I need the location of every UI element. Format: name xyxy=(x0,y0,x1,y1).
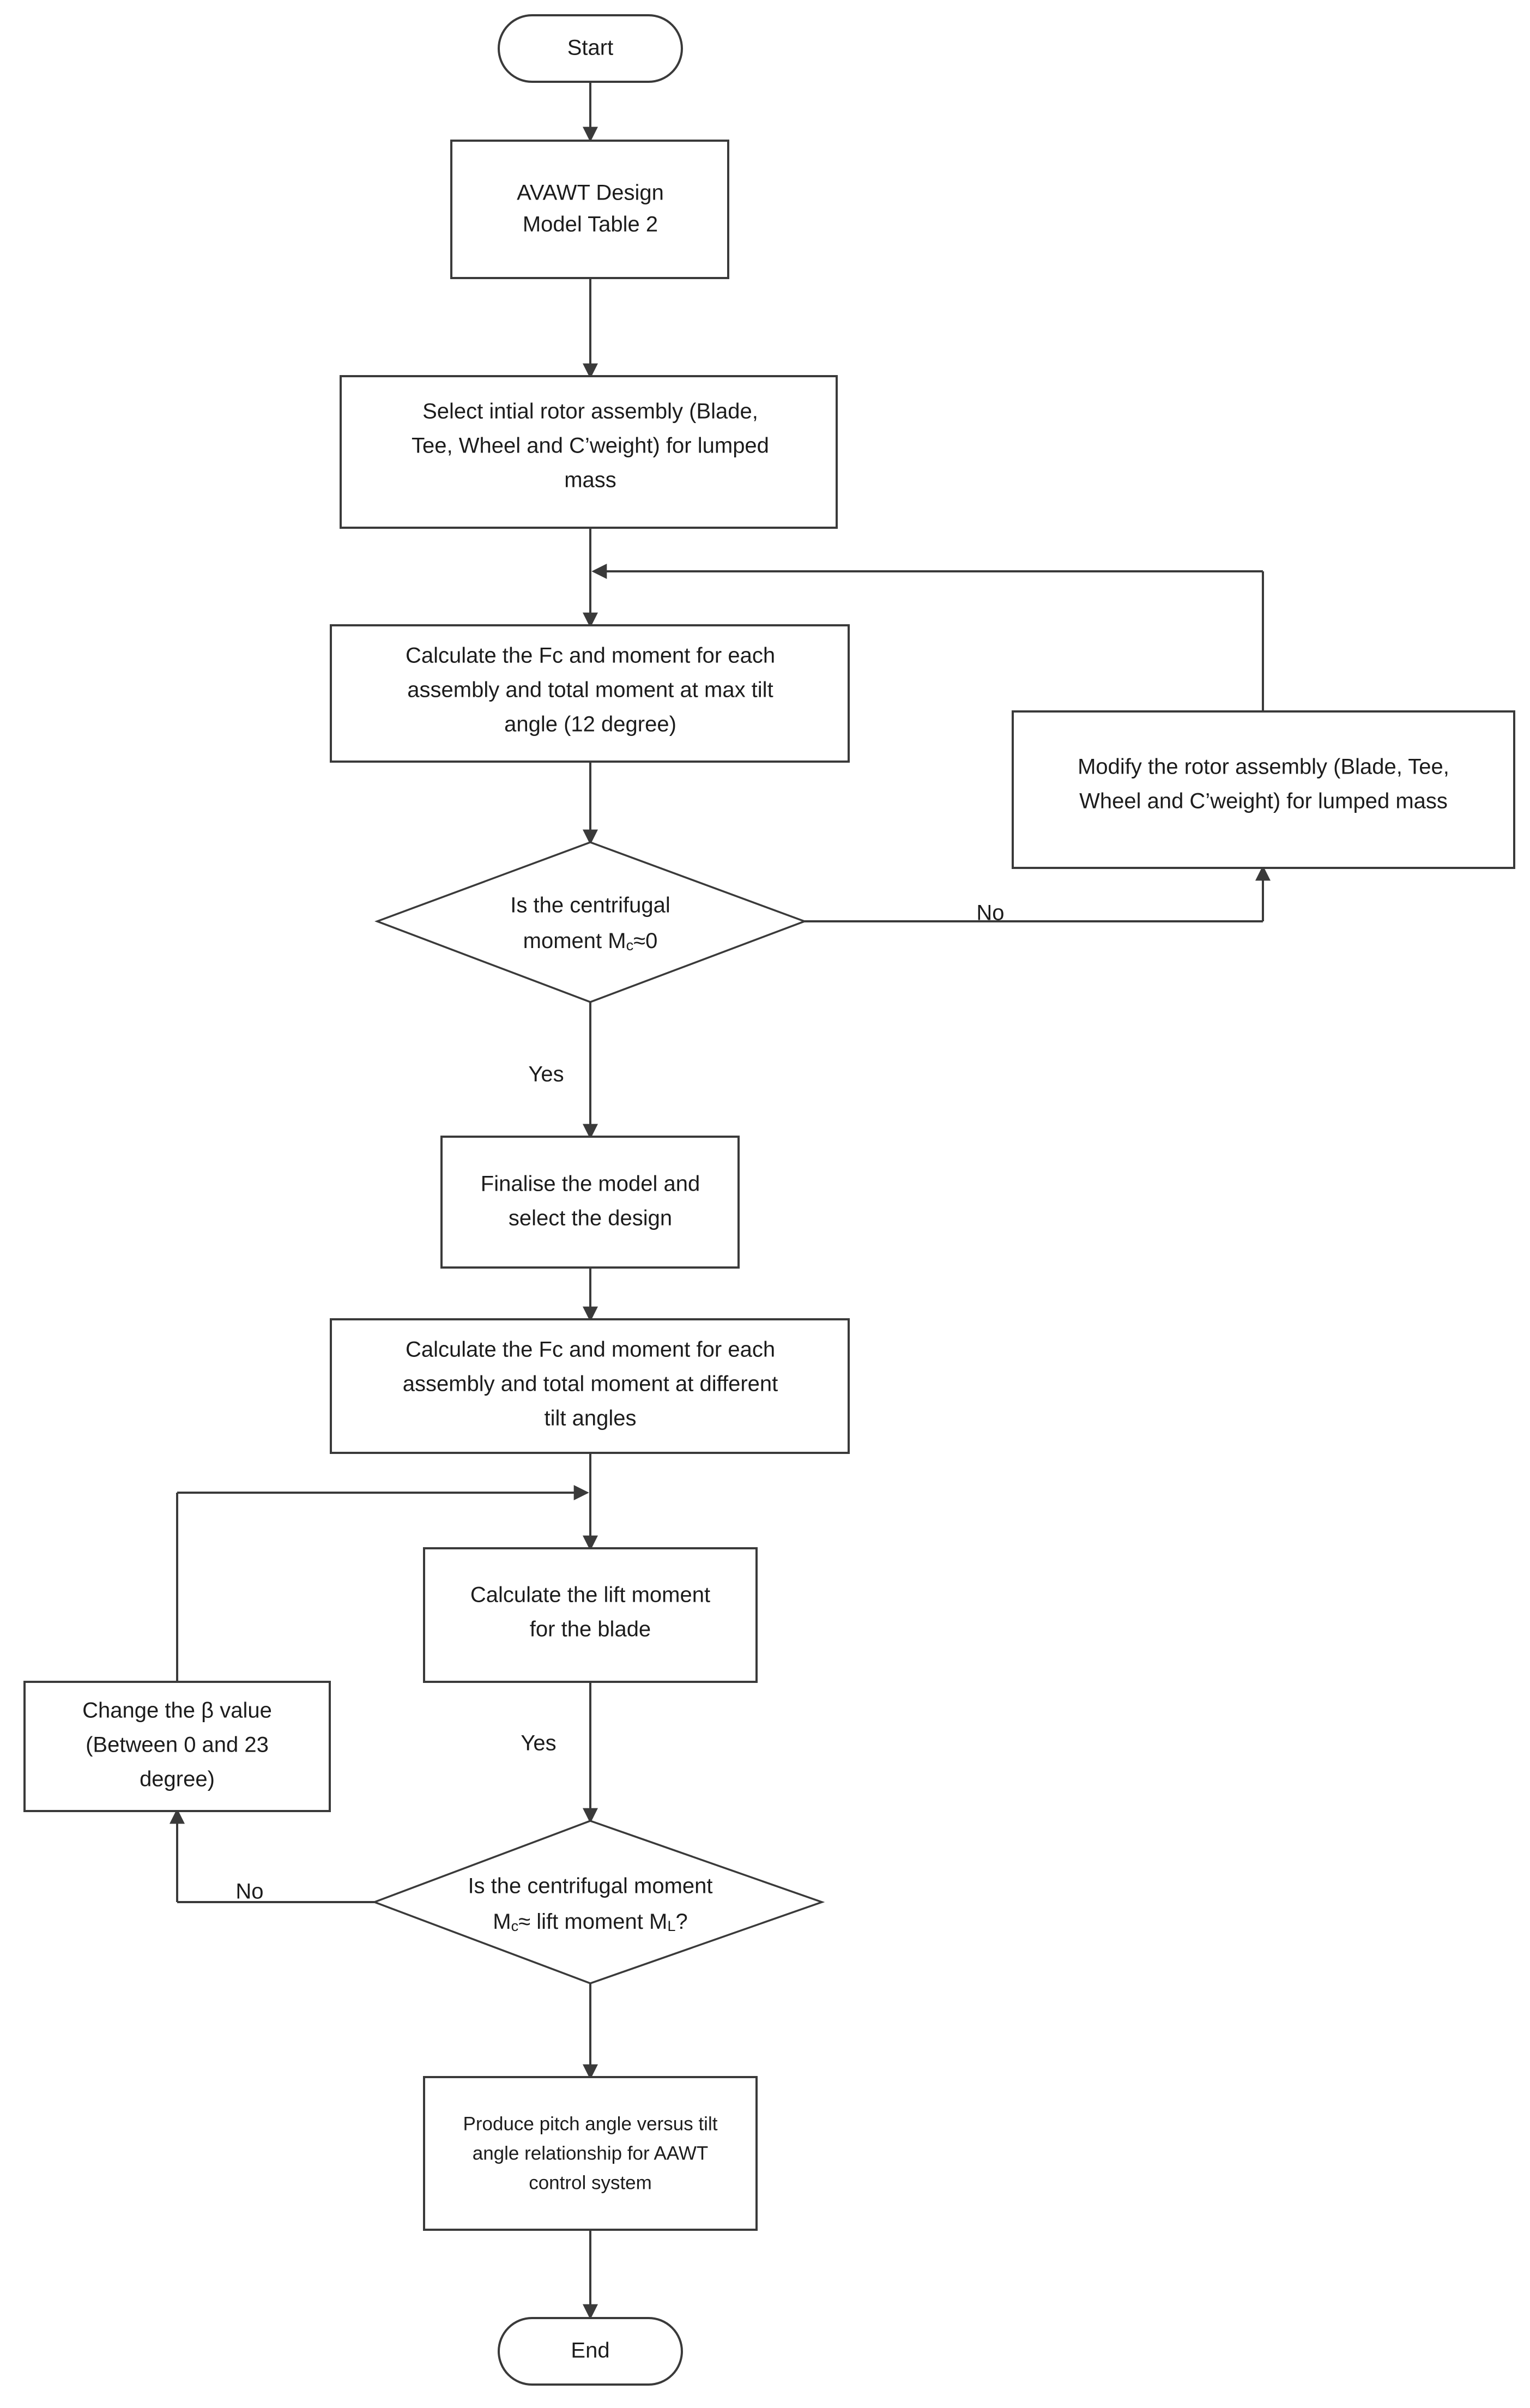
node-decision1-line2: moment Mc≈0 xyxy=(523,929,658,953)
node-modify-line1: Modify the rotor assembly (Blade, Tee, xyxy=(1078,755,1449,779)
node-start-label: Start xyxy=(567,36,613,60)
node-start[interactable]: Start xyxy=(498,14,683,83)
node-lift-line2: for the blade xyxy=(530,1618,651,1641)
node-decision2-line2: Mc≈ lift moment ML? xyxy=(493,1910,687,1934)
node-produce-line1: Produce pitch angle versus tilt xyxy=(463,2113,718,2134)
node-select-line3: mass xyxy=(564,468,616,492)
node-lift-line1: Calculate the lift moment xyxy=(470,1583,710,1607)
node-beta-line3: degree) xyxy=(140,1767,215,1791)
edge-label-yes-upper: Yes xyxy=(528,1063,564,1087)
edge-label-yes-lower: Yes xyxy=(521,1731,556,1755)
node-select-initial-rotor-assembly[interactable]: Select intial rotor assembly (Blade, Tee… xyxy=(340,375,838,529)
node-avawt-design-model[interactable]: AVAWT Design Model Table 2 xyxy=(450,140,729,279)
node-produce-line2: angle relationship for AAWT xyxy=(473,2143,709,2164)
node-end-label: End xyxy=(571,2339,609,2363)
node-calc-diff-line2: assembly and total moment at different xyxy=(403,1372,778,1396)
node-produce-pitch-angle-relationship[interactable]: Produce pitch angle versus tilt angle re… xyxy=(423,2076,758,2231)
node-beta-line2: (Between 0 and 23 xyxy=(86,1733,269,1757)
node-end[interactable]: End xyxy=(498,2317,683,2386)
node-decision-centrifugal-vs-lift[interactable]: Is the centrifugal moment Mc≈ lift momen… xyxy=(372,1820,825,1984)
node-calculate-fc-max-tilt[interactable]: Calculate the Fc and moment for each ass… xyxy=(330,624,850,763)
node-calc-max-line2: assembly and total moment at max tilt xyxy=(407,678,773,702)
node-calc-max-line1: Calculate the Fc and moment for each xyxy=(406,644,775,668)
node-calc-diff-line3: tilt angles xyxy=(545,1407,637,1431)
node-avawt-line1: AVAWT Design xyxy=(517,181,664,205)
node-calc-diff-line1: Calculate the Fc and moment for each xyxy=(406,1338,775,1362)
edge-label-no-upper: No xyxy=(976,901,1004,925)
node-select-line1: Select intial rotor assembly (Blade, xyxy=(422,400,758,424)
node-change-beta-value[interactable]: Change the β value (Between 0 and 23 deg… xyxy=(23,1681,331,1812)
node-select-line2: Tee, Wheel and C’weight) for lumped xyxy=(412,434,769,458)
edge-label-no-lower: No xyxy=(235,1880,263,1904)
node-avawt-line2: Model Table 2 xyxy=(523,213,658,237)
node-beta-line1: Change the β value xyxy=(82,1699,272,1723)
node-finalise-line1: Finalise the model and xyxy=(481,1172,700,1196)
node-decision-centrifugal-zero[interactable]: Is the centrifugal moment Mc≈0 xyxy=(374,841,808,1003)
node-calc-max-line3: angle (12 degree) xyxy=(504,713,676,737)
node-finalise-model[interactable]: Finalise the model and select the design xyxy=(440,1136,740,1269)
node-decision2-line1: Is the centrifugal moment xyxy=(468,1874,712,1898)
node-produce-line3: control system xyxy=(529,2172,652,2193)
node-calculate-lift-moment[interactable]: Calculate the lift moment for the blade xyxy=(423,1547,758,1683)
node-modify-line2: Wheel and C’weight) for lumped mass xyxy=(1079,789,1448,813)
node-decision1-line1: Is the centrifugal xyxy=(510,894,670,918)
node-modify-rotor-assembly[interactable]: Modify the rotor assembly (Blade, Tee, W… xyxy=(1012,710,1515,869)
node-calculate-fc-different-tilt[interactable]: Calculate the Fc and moment for each ass… xyxy=(330,1318,850,1454)
node-finalise-line2: select the design xyxy=(509,1206,672,1230)
